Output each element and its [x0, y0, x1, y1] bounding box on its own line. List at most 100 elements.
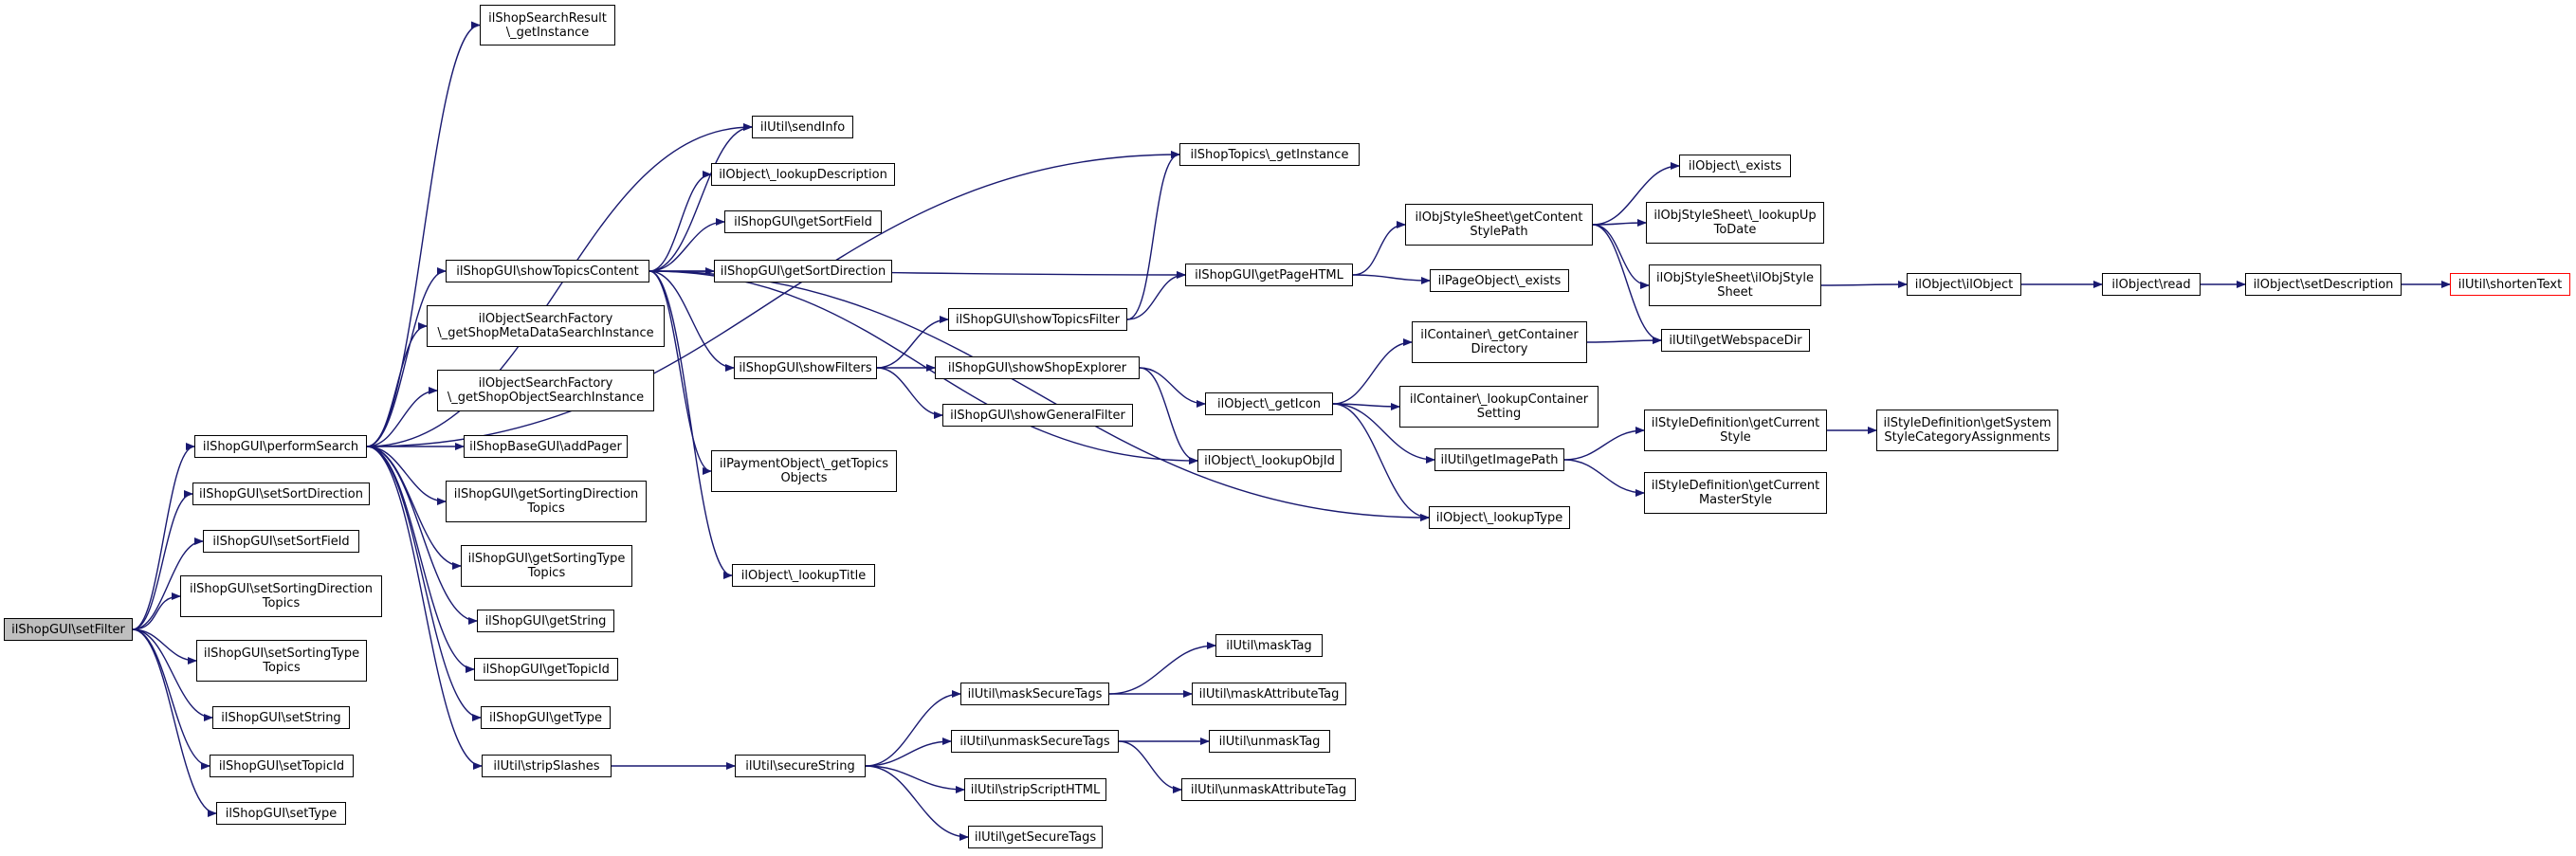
node-topicsGetInstance[interactable]: ilShopTopics\_getInstance [1179, 143, 1360, 166]
node-showTopicsContent[interactable]: ilShopGUI\showTopicsContent [446, 260, 649, 282]
node-lookupObjId[interactable]: ilObject\_lookupObjId [1197, 449, 1342, 472]
node-getImagePath[interactable]: ilUtil\getImagePath [1434, 448, 1564, 471]
node-secureString[interactable]: ilUtil\secureString [735, 755, 866, 777]
node-lookupTitle[interactable]: ilObject\_lookupTitle [732, 564, 875, 587]
edge-getImagePath-to-getCurrentMasterStyle [1563, 459, 1645, 497]
edge-setFilter-to-performSearch [132, 443, 195, 630]
node-showShopExplorer[interactable]: ilShopGUI\showShopExplorer [935, 356, 1140, 379]
edge-showTopicsContent-to-getSortField [649, 218, 725, 272]
edge-getPageHTML-to-pageObjectExists [1352, 274, 1431, 284]
edge-performSearch-to-sendInfo [366, 123, 753, 447]
edge-showTopicsContent-to-lookupTitle [649, 270, 733, 579]
edge-performSearch-to-objectSearch [366, 387, 438, 447]
node-ilObjStyleSheet[interactable]: ilObjStyleSheet\ilObjStyle Sheet [1649, 264, 1821, 306]
node-sendInfo[interactable]: ilUtil\sendInfo [752, 116, 853, 138]
edge-getIcon-to-containerDirectory [1332, 338, 1413, 405]
node-setFilter[interactable]: ilShopGUI\setFilter [4, 618, 133, 641]
edge-setFilter-to-setString [132, 628, 213, 721]
node-unmaskAttributeTag[interactable]: ilUtil\unmaskAttributeTag [1181, 778, 1356, 801]
node-setSortField[interactable]: ilShopGUI\setSortField [203, 530, 359, 553]
node-unmaskTag[interactable]: ilUtil\unmaskTag [1209, 730, 1330, 753]
node-setType[interactable]: ilShopGUI\setType [216, 802, 346, 825]
node-stripScriptHTML[interactable]: ilUtil\stripScriptHTML [964, 778, 1106, 801]
node-searchResultGetInstance[interactable]: ilShopSearchResult \_getInstance [480, 5, 615, 46]
node-getSortField[interactable]: ilShopGUI\getSortField [724, 210, 882, 233]
edge-contentStylePath-to-ilObjStyleSheet [1592, 224, 1650, 289]
edge-showTopicsContent-to-showFilters [649, 270, 735, 372]
node-setSortingDirectionTopics[interactable]: ilShopGUI\setSortingDirection Topics [180, 575, 382, 617]
edge-unmaskSecureTags-to-unmaskAttributeTag [1118, 740, 1182, 793]
node-getType[interactable]: ilShopGUI\getType [481, 706, 611, 729]
node-contentStylePath[interactable]: ilObjStyleSheet\getContent StylePath [1405, 204, 1593, 246]
node-pageObjectExists[interactable]: ilPageObject\_exists [1430, 269, 1569, 292]
node-lookupDescription[interactable]: ilObject\_lookupDescription [711, 163, 895, 186]
node-getString[interactable]: ilShopGUI\getString [477, 610, 614, 632]
edge-containerDirectory-to-getWebspaceDir [1586, 337, 1662, 345]
edge-showShopExplorer-to-lookupObjId [1139, 367, 1198, 464]
node-getCurrentMasterStyle[interactable]: ilStyleDefinition\getCurrent MasterStyle [1644, 472, 1827, 514]
node-stripSlashes[interactable]: ilUtil\stripSlashes [482, 755, 612, 777]
edge-contentStylePath-to-objectExists [1592, 162, 1680, 226]
node-containerSetting[interactable]: ilContainer\_lookupContainer Setting [1399, 386, 1599, 428]
edge-secureString-to-stripScriptHTML [865, 765, 965, 793]
node-setSortingTypeTopics[interactable]: ilShopGUI\setSortingType Topics [196, 640, 367, 682]
node-metaDataSearch[interactable]: ilObjectSearchFactory \_getShopMetaDataS… [427, 305, 665, 347]
node-addPager[interactable]: ilShopBaseGUI\addPager [464, 435, 628, 458]
edge-showTopicsFilter-to-getPageHTML [1126, 271, 1186, 320]
edge-showShopExplorer-to-getIcon [1139, 367, 1206, 408]
node-maskTag[interactable]: ilUtil\maskTag [1215, 634, 1323, 657]
node-ilObject[interactable]: ilObject\ilObject [1907, 273, 2021, 296]
node-setDescription[interactable]: ilObject\setDescription [2245, 273, 2402, 296]
node-maskAttributeTag[interactable]: ilUtil\maskAttributeTag [1192, 683, 1346, 705]
node-getSecureTags[interactable]: ilUtil\getSecureTags [968, 826, 1103, 848]
edge-maskSecureTags-to-maskTag [1108, 642, 1216, 695]
node-getSystemStyle[interactable]: ilStyleDefinition\getSystem StyleCategor… [1876, 410, 2058, 451]
edge-getIcon-to-lookupType [1332, 403, 1430, 521]
node-paymentTopics[interactable]: ilPaymentObject\_getTopics Objects [711, 450, 897, 492]
node-getTopicId[interactable]: ilShopGUI\getTopicId [474, 658, 618, 681]
node-setString[interactable]: ilShopGUI\setString [212, 706, 350, 729]
node-containerDirectory[interactable]: ilContainer\_getContainer Directory [1412, 321, 1587, 363]
edge-getIcon-to-getImagePath [1332, 403, 1435, 464]
node-maskSecureTags[interactable]: ilUtil\maskSecureTags [960, 683, 1109, 705]
edge-performSearch-to-stripSlashes [366, 446, 483, 770]
edge-showTopicsContent-to-lookupDescription [649, 171, 712, 272]
node-setSortDirection[interactable]: ilShopGUI\setSortDirection [192, 483, 370, 505]
node-objectExists[interactable]: ilObject\_exists [1679, 155, 1791, 177]
node-getCurrentStyle[interactable]: ilStyleDefinition\getCurrent Style [1644, 410, 1827, 451]
node-read[interactable]: ilObject\read [2102, 273, 2201, 296]
edge-secureString-to-maskSecureTags [865, 690, 961, 767]
edge-setFilter-to-setType [132, 628, 217, 817]
node-getSortingDirectionTopics[interactable]: ilShopGUI\getSortingDirection Topics [446, 481, 647, 522]
node-objectSearch[interactable]: ilObjectSearchFactory \_getShopObjectSea… [437, 370, 654, 411]
node-showTopicsFilter[interactable]: ilShopGUI\showTopicsFilter [948, 308, 1127, 331]
node-setTopicId[interactable]: ilShopGUI\setTopicId [210, 755, 354, 777]
node-showFilters[interactable]: ilShopGUI\showFilters [734, 356, 877, 379]
edge-contentStylePath-to-lookupUpToDate [1592, 219, 1647, 228]
edge-performSearch-to-getSortingDirectionTopics [366, 446, 447, 505]
node-performSearch[interactable]: ilShopGUI\performSearch [194, 435, 367, 458]
edge-showTopicsContent-to-lookupType [649, 270, 1430, 521]
edge-showTopicsContent-to-paymentTopics [649, 270, 712, 475]
edge-getImagePath-to-getCurrentStyle [1563, 427, 1645, 461]
edge-performSearch-to-getString [366, 446, 478, 625]
node-lookupType[interactable]: ilObject\_lookupType [1429, 506, 1570, 529]
node-unmaskSecureTags[interactable]: ilUtil\unmaskSecureTags [951, 730, 1119, 753]
node-shortenText[interactable]: ilUtil\shortenText [2450, 273, 2570, 296]
node-getIcon[interactable]: ilObject\_getIcon [1205, 392, 1333, 415]
node-getPageHTML[interactable]: ilShopGUI\getPageHTML [1185, 264, 1353, 286]
edge-performSearch-to-getType [366, 446, 482, 721]
edge-setFilter-to-setSortField [132, 537, 204, 630]
node-getSortDirection[interactable]: ilShopGUI\getSortDirection [714, 260, 892, 282]
node-getWebspaceDir[interactable]: ilUtil\getWebspaceDir [1661, 329, 1810, 352]
edge-secureString-to-getSecureTags [865, 765, 969, 841]
edge-performSearch-to-metaDataSearch [366, 322, 428, 447]
node-getSortingTypeTopics[interactable]: ilShopGUI\getSortingType Topics [461, 545, 632, 587]
edge-getPageHTML-to-contentStylePath [1352, 221, 1406, 276]
node-lookupUpToDate[interactable]: ilObjStyleSheet\_lookupUp ToDate [1646, 202, 1824, 244]
edge-setFilter-to-setSortDirection [132, 490, 193, 630]
edge-showTopicsContent-to-sendInfo [649, 123, 753, 272]
edge-secureString-to-unmaskSecureTags [865, 738, 952, 767]
node-showGeneralFilter[interactable]: ilShopGUI\showGeneralFilter [942, 404, 1133, 427]
